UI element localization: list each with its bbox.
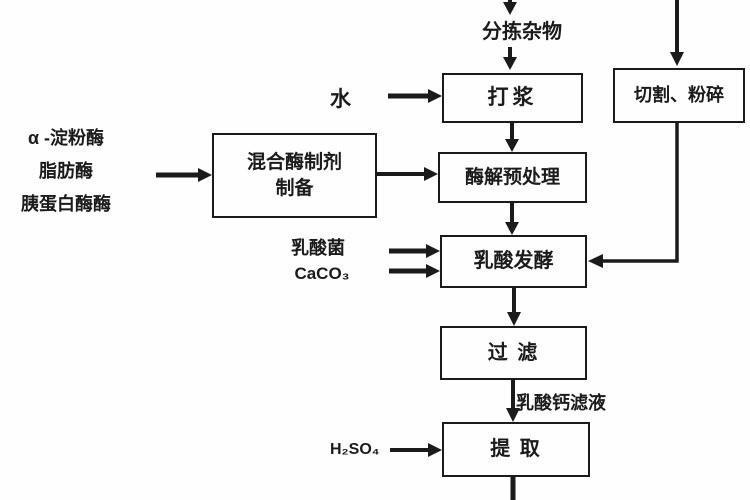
label-calcium-carbonate-text: CaCO₃ bbox=[294, 264, 350, 283]
arrow-water-to-pulping bbox=[388, 89, 442, 103]
arrow-bacteria-to-fermentation bbox=[389, 244, 440, 258]
arrow-pulping-to-pretreatment bbox=[505, 123, 519, 152]
arrow-caco3-to-fermentation bbox=[389, 264, 440, 278]
node-enzyme-prep-line1: 混合酶制剂 bbox=[246, 151, 342, 173]
arrow-pretreatment-to-fermentation bbox=[505, 203, 519, 235]
node-cutting-crushing: 切割、粉碎 bbox=[613, 68, 745, 123]
arrow-filtration-to-extraction bbox=[506, 380, 520, 422]
label-enzyme-input-amylase: α -淀粉酶 bbox=[27, 128, 105, 148]
arrow-sorted-impurities-to-pulping bbox=[503, 47, 517, 70]
node-enzyme-prep: 混合酶制剂 制备 bbox=[212, 133, 377, 218]
label-calcium-carbonate: CaCO₃ bbox=[272, 264, 372, 284]
node-enzymatic-pretreatment: 酶解预处理 bbox=[438, 152, 587, 203]
arrow-fermentation-to-filtration bbox=[507, 288, 521, 326]
node-enzyme-prep-line2: 制备 bbox=[275, 177, 314, 199]
label-sulfuric-acid: H₂SO₄ bbox=[330, 441, 379, 459]
arrow-top-incoming bbox=[503, 0, 517, 15]
arrow-enzymes-to-enzyme-prep bbox=[156, 168, 212, 182]
arrow-cutting-to-fermentation-feedback bbox=[588, 123, 679, 268]
arrow-h2so4-to-extraction bbox=[390, 443, 442, 457]
label-sorted-impurities-text: 分拣杂物 bbox=[482, 21, 562, 43]
label-lactic-bacteria: 乳酸菌 bbox=[272, 234, 364, 260]
label-enzyme-inputs: α -淀粉酶 脂肪酶 胰蛋白酶酶 bbox=[5, 122, 127, 221]
label-water-text: 水 bbox=[330, 88, 351, 111]
node-pulping-label: 打浆 bbox=[487, 85, 538, 109]
label-enzyme-input-lipase: 脂肪酶 bbox=[39, 161, 93, 181]
label-water: 水 bbox=[330, 83, 351, 113]
label-sulfuric-acid-text: H₂SO₄ bbox=[330, 441, 380, 458]
node-extraction: 提 取 bbox=[442, 422, 590, 477]
label-sorted-impurities: 分拣杂物 bbox=[468, 15, 576, 44]
node-pulping: 打浆 bbox=[442, 73, 583, 123]
node-lactic-fermentation: 乳酸发酵 bbox=[440, 235, 587, 288]
node-cutting-crushing-label: 切割、粉碎 bbox=[634, 85, 724, 106]
label-calcium-lactate-filtrate-text: 乳酸钙滤液 bbox=[516, 393, 606, 413]
arrow-enzyme-prep-to-pretreatment bbox=[377, 167, 438, 181]
arrow-into-cutting-crushing bbox=[670, 0, 684, 66]
node-filtration-label: 过 滤 bbox=[487, 341, 540, 364]
label-calcium-lactate-filtrate: 乳酸钙滤液 bbox=[516, 389, 606, 415]
label-enzyme-input-trypsin: 胰蛋白酶酶 bbox=[21, 194, 111, 214]
node-extraction-label: 提 取 bbox=[490, 438, 542, 460]
node-filtration: 过 滤 bbox=[440, 326, 587, 380]
node-lactic-fermentation-label: 乳酸发酵 bbox=[473, 250, 554, 272]
label-lactic-bacteria-text: 乳酸菌 bbox=[291, 238, 345, 258]
node-enzymatic-pretreatment-label: 酶解预处理 bbox=[464, 166, 560, 188]
